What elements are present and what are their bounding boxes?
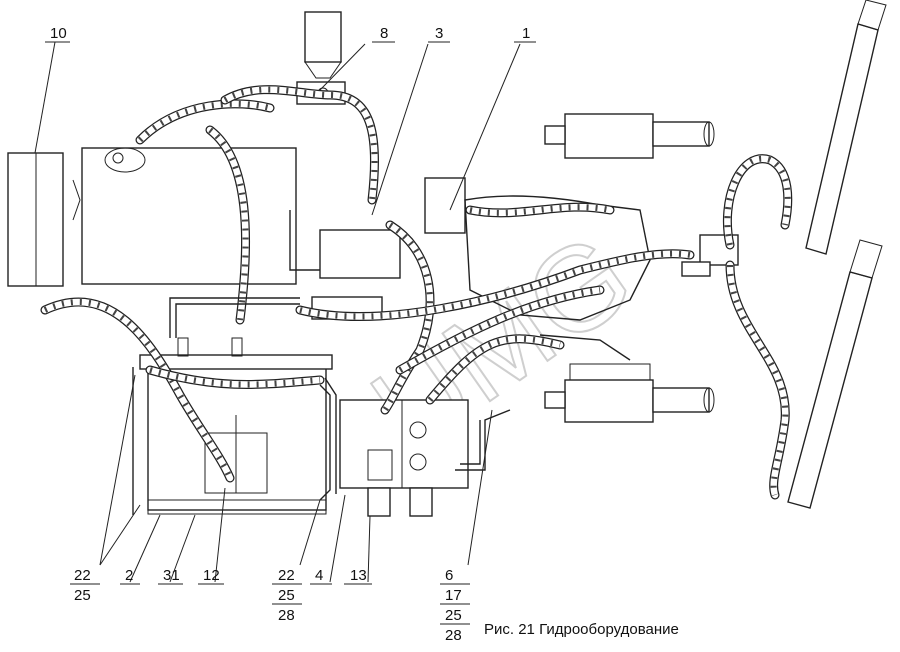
callout-1: 1	[514, 25, 536, 43]
callout-4: 4	[310, 567, 332, 585]
svg-text:25: 25	[74, 587, 91, 604]
pipe-tee	[681, 234, 739, 277]
figure-caption: Рис. 21 Гидрооборудование	[484, 621, 679, 638]
engine-block	[81, 147, 297, 285]
svg-text:12: 12	[203, 567, 220, 584]
svg-text:1: 1	[522, 25, 530, 42]
leader-lines	[34, 41, 521, 583]
callout-3: 3	[428, 25, 450, 43]
svg-text:4: 4	[315, 567, 323, 584]
callout-8: 8	[372, 25, 395, 43]
rigid-tubes	[169, 210, 631, 501]
svg-text:2: 2	[125, 567, 133, 584]
lower-hydraulic-cylinder	[544, 363, 715, 423]
svg-text:28: 28	[278, 607, 295, 624]
callout-12: 12	[198, 567, 224, 585]
svg-text:3: 3	[435, 25, 443, 42]
svg-text:31: 31	[163, 567, 180, 584]
callout-2: 2	[120, 567, 140, 585]
upper-hydraulic-cylinder	[544, 113, 715, 159]
pump	[424, 177, 651, 321]
oil-cooler	[7, 152, 81, 287]
svg-text:28: 28	[445, 627, 462, 644]
callout-22-25-28: 22 25 28	[272, 567, 302, 624]
svg-text:25: 25	[445, 607, 462, 624]
svg-text:13: 13	[350, 567, 367, 584]
callout-6-17-25-28: 6 17 25 28	[440, 567, 470, 644]
svg-text:10: 10	[50, 25, 67, 42]
callout-10: 10	[45, 25, 70, 43]
svg-text:22: 22	[278, 567, 295, 584]
right-cylinders	[787, 0, 887, 509]
svg-text:8: 8	[380, 25, 388, 42]
svg-text:17: 17	[445, 587, 462, 604]
control-valve	[339, 399, 469, 517]
svg-text:25: 25	[278, 587, 295, 604]
callout-22-25-left: 22 25	[70, 567, 100, 604]
hoses	[40, 85, 793, 500]
callout-31: 31	[158, 567, 183, 585]
callout-13: 13	[344, 567, 372, 585]
svg-text:22: 22	[74, 567, 91, 584]
filter	[311, 229, 401, 320]
svg-text:6: 6	[445, 567, 453, 584]
